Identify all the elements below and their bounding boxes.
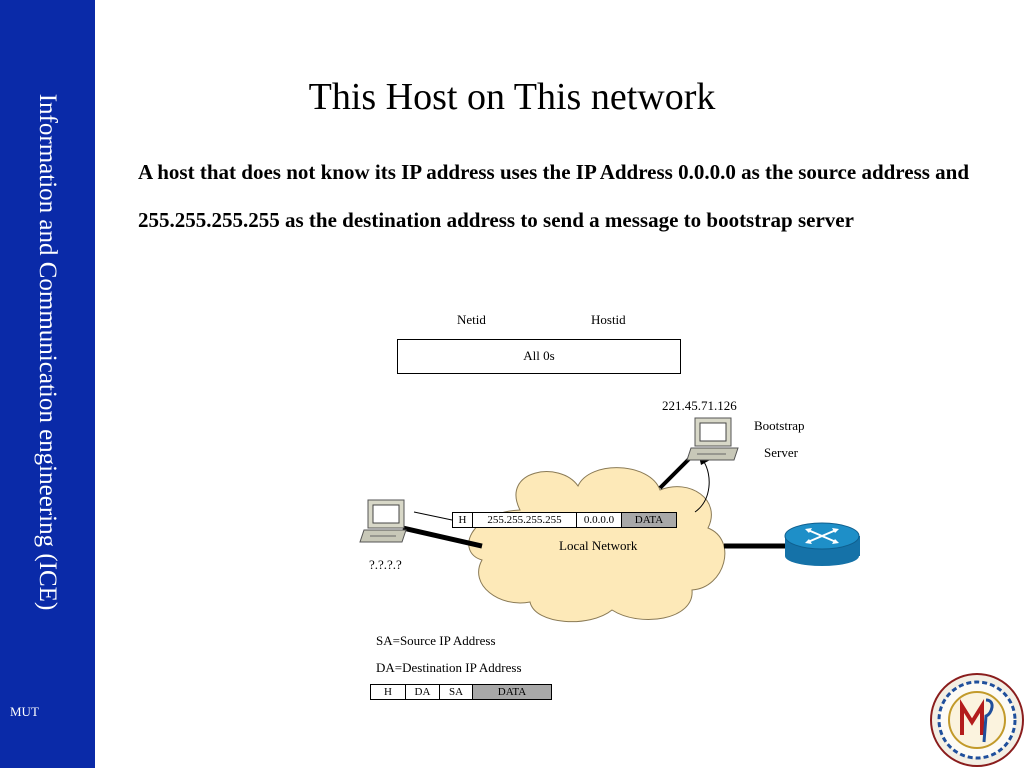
server-label-line1: Bootstrap bbox=[754, 418, 805, 433]
legend-frame: H DA SA DATA bbox=[370, 684, 552, 700]
server-computer-icon bbox=[686, 417, 739, 461]
message-arrow bbox=[694, 461, 710, 513]
sidebar: Information and Communication engineerin… bbox=[0, 0, 95, 768]
server-ip-label: 221.45.71.126 bbox=[662, 398, 737, 413]
host-computer-icon bbox=[359, 499, 407, 543]
netid-label: Netid bbox=[457, 312, 486, 327]
legend-da-cell: DA bbox=[405, 685, 439, 699]
page-title-text: This Host on This network bbox=[308, 76, 716, 118]
sidebar-footer: MUT bbox=[10, 704, 39, 719]
packet-pointer bbox=[413, 511, 453, 521]
local-network-cloud bbox=[468, 467, 726, 623]
server-label-line2: Server bbox=[764, 445, 798, 460]
network-label: Local Network bbox=[559, 538, 638, 553]
body-text: A host that does not know its IP address… bbox=[138, 160, 970, 232]
host-link bbox=[402, 525, 483, 549]
host-ip-label: ?.?.?.? bbox=[369, 557, 402, 572]
hostid-label: Hostid bbox=[591, 312, 626, 327]
address-box-content: All 0s bbox=[523, 348, 555, 363]
packet-header-cell: H bbox=[453, 513, 472, 527]
legend-header-cell: H bbox=[371, 685, 405, 699]
legend-data-cell: DATA bbox=[472, 685, 551, 699]
page-title: This Host on This network bbox=[0, 74, 1024, 120]
legend-sa: SA=Source IP Address bbox=[376, 633, 496, 648]
packet-data-cell: DATA bbox=[621, 513, 676, 527]
packet-da-cell: 255.255.255.255 bbox=[472, 513, 576, 527]
router-icon bbox=[784, 522, 860, 566]
address-box: All 0s bbox=[397, 339, 681, 374]
packet-frame: H 255.255.255.255 0.0.0.0 DATA bbox=[452, 512, 677, 528]
legend-da: DA=Destination IP Address bbox=[376, 660, 522, 675]
packet-sa-cell: 0.0.0.0 bbox=[576, 513, 621, 527]
legend-sa-cell: SA bbox=[439, 685, 472, 699]
university-seal-logo bbox=[930, 673, 1024, 767]
